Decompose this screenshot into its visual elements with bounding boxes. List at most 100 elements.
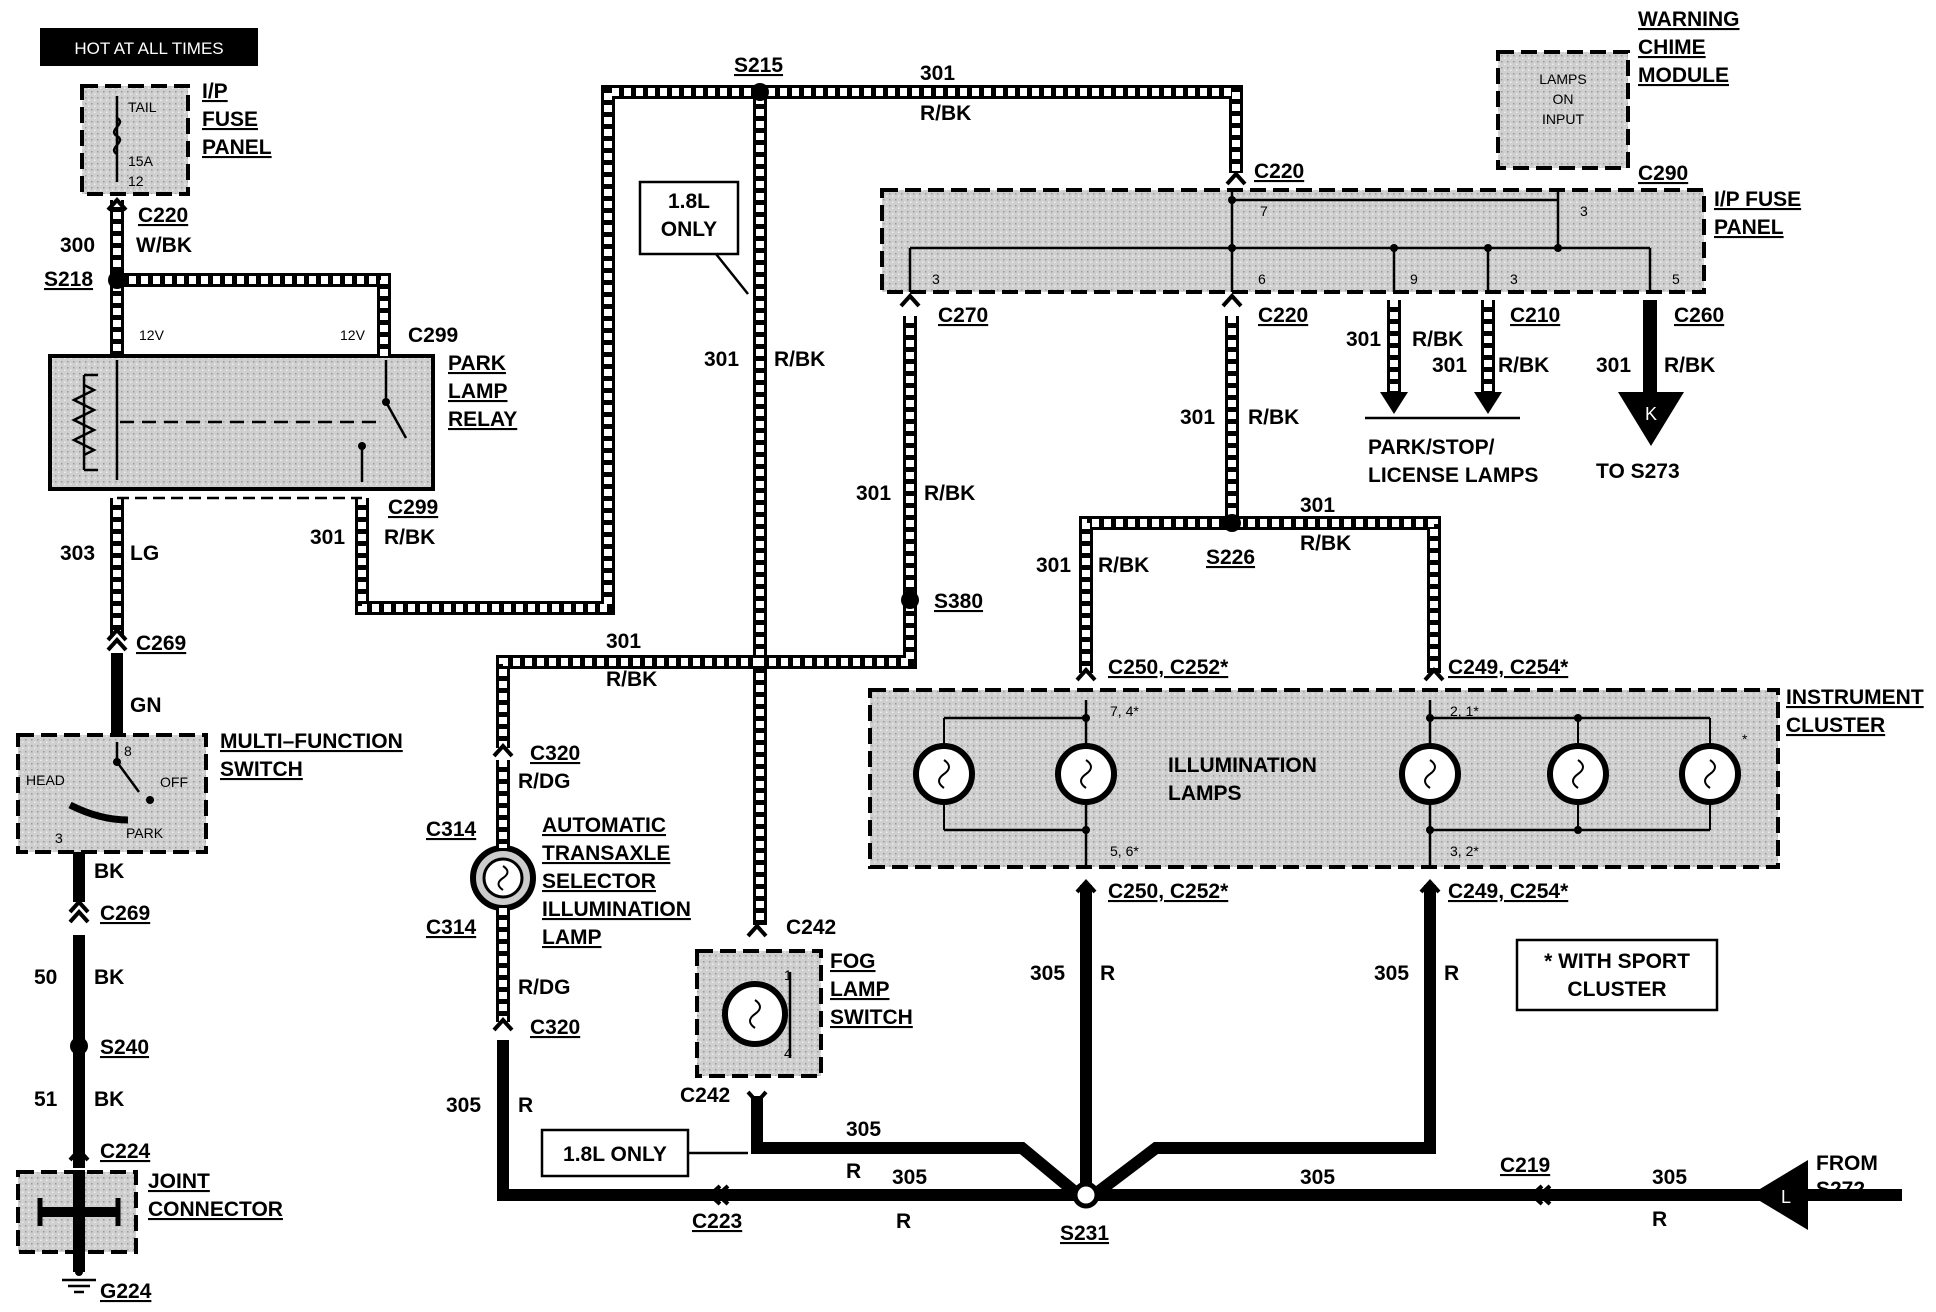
note-18l-only-box: 1.8L ONLY <box>638 180 749 295</box>
label-to-s273: TO S273 <box>1596 460 1680 483</box>
svg-text:CLUSTER: CLUSTER <box>1567 978 1666 1001</box>
svg-text:I/P FUSE: I/P FUSE <box>1714 188 1801 211</box>
svg-text:3: 3 <box>1510 271 1518 287</box>
svg-text:LAMPS: LAMPS <box>1168 782 1242 805</box>
ground-icon <box>62 1278 96 1294</box>
svg-text:INPUT: INPUT <box>1542 111 1584 127</box>
label-c210: C210 <box>1510 304 1560 327</box>
label-c219: C219 <box>1500 1154 1550 1177</box>
note-sport-cluster: * WITH SPORT CLUSTER <box>1515 938 1719 1012</box>
wire-label: 301 <box>1596 354 1631 377</box>
svg-text:LAMP: LAMP <box>448 380 508 403</box>
illumination-lamp-icon <box>1679 718 1741 830</box>
label-c260: C260 <box>1674 304 1724 327</box>
label-c249-c254: C249, C254* <box>1448 656 1569 679</box>
svg-text:ILLUMINATION: ILLUMINATION <box>1168 754 1317 777</box>
wire-label: R/BK <box>1098 554 1149 577</box>
fuse-icon <box>112 116 122 156</box>
svg-text:FOG: FOG <box>830 950 876 973</box>
wire-label: 301 <box>1300 494 1335 517</box>
relay-coil-icon <box>71 383 97 457</box>
joint-connector: JOINT CONNECTOR <box>16 1170 283 1258</box>
svg-text:PANEL: PANEL <box>1714 216 1784 239</box>
wire-label: R/BK <box>774 348 825 371</box>
illumination-lamp-icon <box>913 718 975 830</box>
label-c314: C314 <box>426 916 477 939</box>
svg-text:PARK: PARK <box>448 352 506 375</box>
arrow-from-s272: L <box>1750 1160 1808 1230</box>
svg-text:RELAY: RELAY <box>448 408 517 431</box>
svg-text:8: 8 <box>124 743 132 759</box>
svg-text:SWITCH: SWITCH <box>830 1006 913 1029</box>
svg-text:ONLY: ONLY <box>661 218 717 241</box>
label-c242: C242 <box>786 916 836 939</box>
label-park-stop: PARK/STOP/ <box>1368 436 1495 459</box>
svg-text:2, 1*: 2, 1* <box>1450 703 1479 719</box>
wire-label: R/BK <box>1664 354 1715 377</box>
svg-text:TAIL: TAIL <box>128 99 157 115</box>
arrow-to-s273: K <box>1618 392 1684 446</box>
label-c250-c252: C250, C252* <box>1108 880 1229 903</box>
svg-text:*: * <box>1742 731 1748 747</box>
svg-text:12V: 12V <box>340 327 366 343</box>
label-s226: S226 <box>1206 546 1255 569</box>
wire-label: 305 <box>446 1094 481 1117</box>
svg-text:JOINT: JOINT <box>148 1170 210 1193</box>
svg-text:1.8L ONLY: 1.8L ONLY <box>563 1143 667 1166</box>
wire-label: 301 <box>1036 554 1071 577</box>
wire-label: R/BK <box>920 102 971 125</box>
svg-text:HEAD: HEAD <box>26 772 65 788</box>
svg-text:LAMP: LAMP <box>830 978 890 1001</box>
wire-label: 301 <box>1346 328 1381 351</box>
wire-label: R <box>1444 962 1459 985</box>
wire-label: 305 <box>892 1166 927 1189</box>
wire-label: R <box>896 1210 911 1233</box>
svg-text:PANEL: PANEL <box>202 136 272 159</box>
note-18l-only-bottom: 1.8L ONLY <box>540 1128 748 1178</box>
wire-label: R/BK <box>1498 354 1549 377</box>
wire-label: 305 <box>846 1118 881 1141</box>
wire-label: R/BK <box>384 526 435 549</box>
label-s240: S240 <box>100 1036 149 1059</box>
wire-label: R/BK <box>606 668 657 691</box>
svg-text:12V: 12V <box>139 327 165 343</box>
fog-lamp-switch: 1 4 FOG LAMP SWITCH <box>695 949 913 1078</box>
svg-text:3: 3 <box>1580 203 1588 219</box>
svg-text:SWITCH: SWITCH <box>220 758 303 781</box>
label-c314: C314 <box>426 818 477 841</box>
wire-label: 303 <box>60 542 95 565</box>
label-c242: C242 <box>680 1084 730 1107</box>
wire-label: 305 <box>1030 962 1065 985</box>
svg-text:7: 7 <box>1260 203 1268 219</box>
svg-text:ILLUMINATION: ILLUMINATION <box>542 898 691 921</box>
svg-text:3, 2*: 3, 2* <box>1450 843 1479 859</box>
svg-text:15A: 15A <box>128 153 154 169</box>
wire-label: 305 <box>1374 962 1409 985</box>
svg-text:3: 3 <box>55 830 63 846</box>
wire-label: R/BK <box>924 482 975 505</box>
svg-text:I/P: I/P <box>202 80 228 103</box>
label-c320: C320 <box>530 742 580 765</box>
wire-label: 301 <box>856 482 891 505</box>
svg-text:5, 6*: 5, 6* <box>1110 843 1139 859</box>
svg-text:HOT AT ALL TIMES: HOT AT ALL TIMES <box>74 39 223 58</box>
label-c299: C299 <box>388 496 438 519</box>
wire-label: 50 <box>34 966 57 989</box>
label-g224: G224 <box>100 1280 152 1303</box>
svg-text:1: 1 <box>784 967 792 983</box>
connector-marks <box>68 171 1552 1206</box>
splice-s380 <box>901 591 919 609</box>
svg-text:SELECTOR: SELECTOR <box>542 870 656 893</box>
wire-label: 305 <box>1300 1166 1335 1189</box>
wire-label: BK <box>94 966 124 989</box>
label-c220: C220 <box>1258 304 1308 327</box>
svg-text:6: 6 <box>1258 271 1266 287</box>
svg-text:OFF: OFF <box>160 774 188 790</box>
wire-label: 301 <box>606 630 641 653</box>
multi-function-switch: 8 HEAD OFF PARK 3 MULTI–FUNCTION SWITCH <box>16 730 403 854</box>
park-lamp-relay: 12V 12V PARK LAMP RELAY <box>48 327 517 491</box>
svg-text:WARNING: WARNING <box>1638 8 1740 31</box>
svg-text:TRANSAXLE: TRANSAXLE <box>542 842 670 865</box>
svg-text:INSTRUMENT: INSTRUMENT <box>1786 686 1924 709</box>
